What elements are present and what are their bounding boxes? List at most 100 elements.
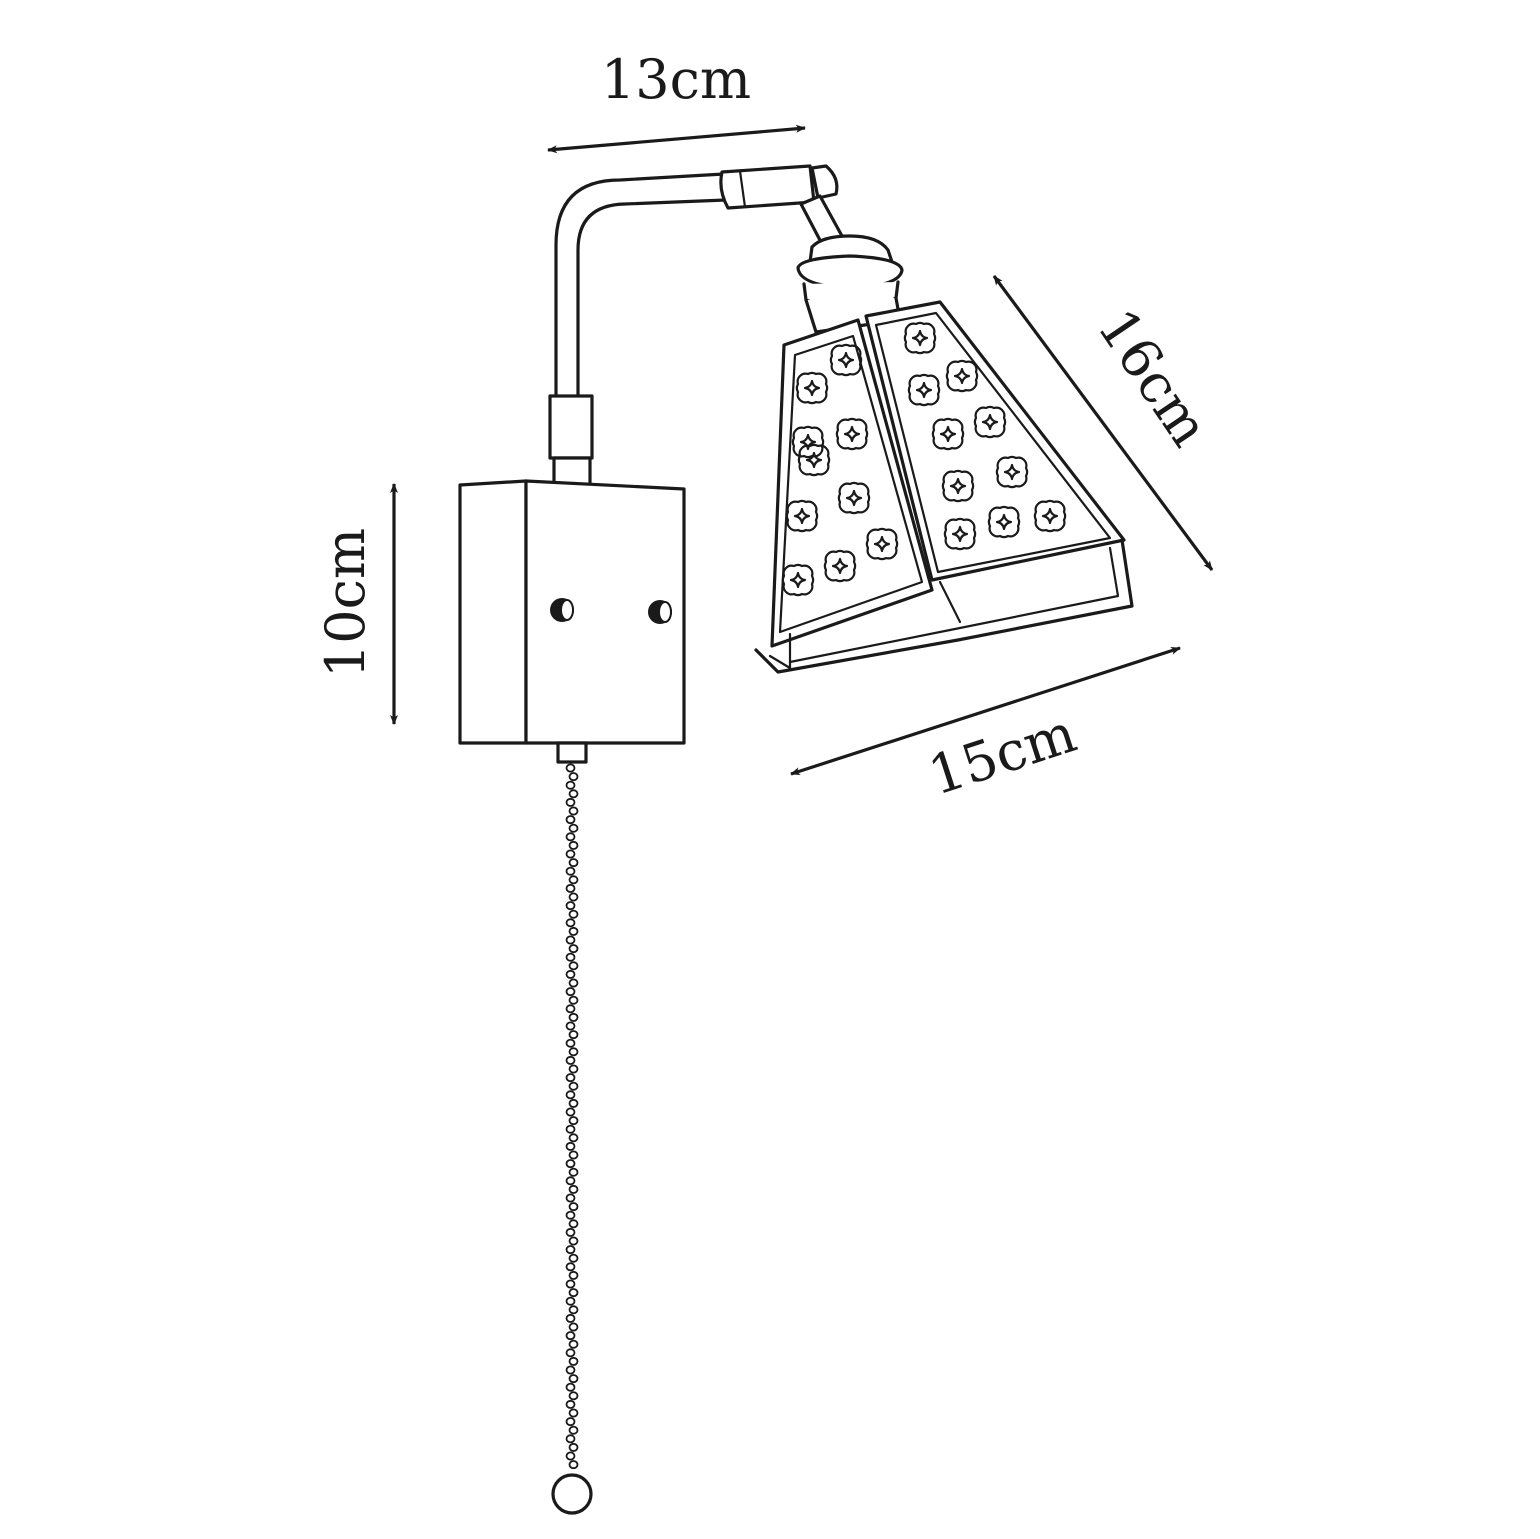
shade-bottom-rim xyxy=(754,538,1134,674)
hinge-knuckle xyxy=(810,164,839,200)
arm-rod-outer xyxy=(554,172,726,398)
chain-bead xyxy=(565,1348,576,1358)
chain-bead xyxy=(565,918,576,928)
flower-ornament xyxy=(781,563,815,597)
chain-bead xyxy=(565,1038,576,1048)
chain-bead xyxy=(565,763,576,773)
chain-bead xyxy=(568,1184,579,1194)
chain-bead xyxy=(568,1339,579,1349)
arm-rod-inner xyxy=(576,198,728,398)
chain-bead xyxy=(568,1133,579,1143)
chain-bead xyxy=(568,875,579,885)
lamp-shade xyxy=(754,300,1134,674)
chain-bead xyxy=(565,1073,576,1083)
chain-socket xyxy=(556,741,588,764)
shade-width-label: 15cm xyxy=(921,701,1083,807)
flower-ornament xyxy=(1033,499,1067,533)
flower-ornament xyxy=(829,343,863,377)
box-height-label: 10cm xyxy=(314,528,377,678)
flower-ornament xyxy=(837,481,871,515)
chain-bead xyxy=(565,832,576,842)
chain-bead xyxy=(568,806,579,816)
chain-bead xyxy=(568,1064,579,1074)
pull-chain-knob[interactable] xyxy=(551,1473,593,1515)
chain-bead xyxy=(565,883,576,893)
chain-bead xyxy=(565,1245,576,1255)
flower-ornament xyxy=(941,469,975,503)
chain-bead xyxy=(565,1210,576,1220)
chain-bead xyxy=(568,1098,579,1108)
chain-bead xyxy=(568,1442,579,1452)
arm-base-collar xyxy=(548,394,594,488)
chain-bead xyxy=(565,1365,576,1375)
chain-bead xyxy=(568,1425,579,1435)
chain-bead xyxy=(565,866,576,876)
chain-bead xyxy=(568,1150,579,1160)
arm-cap-seam xyxy=(738,169,747,209)
chain-bead xyxy=(568,1305,579,1315)
chain-bead xyxy=(568,1391,579,1401)
lamp-arm xyxy=(554,164,844,398)
chain-bead xyxy=(565,1227,576,1237)
chain-bead xyxy=(568,1012,579,1022)
shade-left-panel-inner xyxy=(778,334,924,634)
chain-bead xyxy=(568,1167,579,1177)
shade-right-pattern xyxy=(903,321,1067,551)
socket-cap xyxy=(808,234,894,264)
flower-ornament xyxy=(943,517,977,551)
chain-bead xyxy=(568,995,579,1005)
chain-bead xyxy=(568,1322,579,1332)
flower-ornament xyxy=(797,443,831,477)
chain-bead xyxy=(568,772,579,782)
chain-bead xyxy=(565,901,576,911)
chain-bead xyxy=(568,858,579,868)
chain-bead xyxy=(568,1116,579,1126)
shade-bottom-rim-inner xyxy=(768,632,792,670)
chain-bead xyxy=(565,1331,576,1341)
pull-chain[interactable] xyxy=(565,763,579,1470)
shade-height-arrow xyxy=(992,275,1214,571)
chain-bead xyxy=(565,1382,576,1392)
chain-bead xyxy=(568,1047,579,1057)
chain-bead xyxy=(568,978,579,988)
shade-right-panel xyxy=(864,300,1126,582)
chain-bead xyxy=(568,1236,579,1246)
chain-bead xyxy=(565,1090,576,1100)
flower-ornament xyxy=(865,527,899,561)
chain-bead xyxy=(568,892,579,902)
chain-bead xyxy=(568,1356,579,1366)
wall-box-side xyxy=(458,479,528,745)
chain-bead xyxy=(568,926,579,936)
shade-back-corner xyxy=(938,580,962,624)
dimension-arm-length: 13cm xyxy=(547,48,806,154)
chain-bead xyxy=(565,1193,576,1203)
chain-bead xyxy=(565,1434,576,1444)
arm-end-cap xyxy=(719,164,816,210)
chain-bead xyxy=(568,1460,579,1470)
chain-bead xyxy=(568,1030,579,1040)
chain-bead xyxy=(565,969,576,979)
flower-ornament xyxy=(987,505,1021,539)
wall-box xyxy=(458,479,686,764)
flower-ornament xyxy=(973,405,1007,439)
chain-bead xyxy=(565,815,576,825)
flower-ornament xyxy=(785,499,819,533)
chain-bead xyxy=(565,1176,576,1186)
chain-bead xyxy=(568,1270,579,1280)
screw-right xyxy=(648,600,672,624)
chain-bead xyxy=(568,961,579,971)
chain-bead xyxy=(565,1124,576,1134)
chain-bead xyxy=(565,1021,576,1031)
chain-bead xyxy=(568,1408,579,1418)
chain-bead xyxy=(565,780,576,790)
dimension-box-height: 10cm xyxy=(314,483,398,725)
chain-bead xyxy=(565,1417,576,1427)
chain-bead xyxy=(565,935,576,945)
flower-ornament xyxy=(907,373,941,407)
chain-bead xyxy=(565,1004,576,1014)
flower-ornament xyxy=(835,417,869,451)
chain-bead xyxy=(565,1141,576,1151)
chain-bead xyxy=(568,823,579,833)
